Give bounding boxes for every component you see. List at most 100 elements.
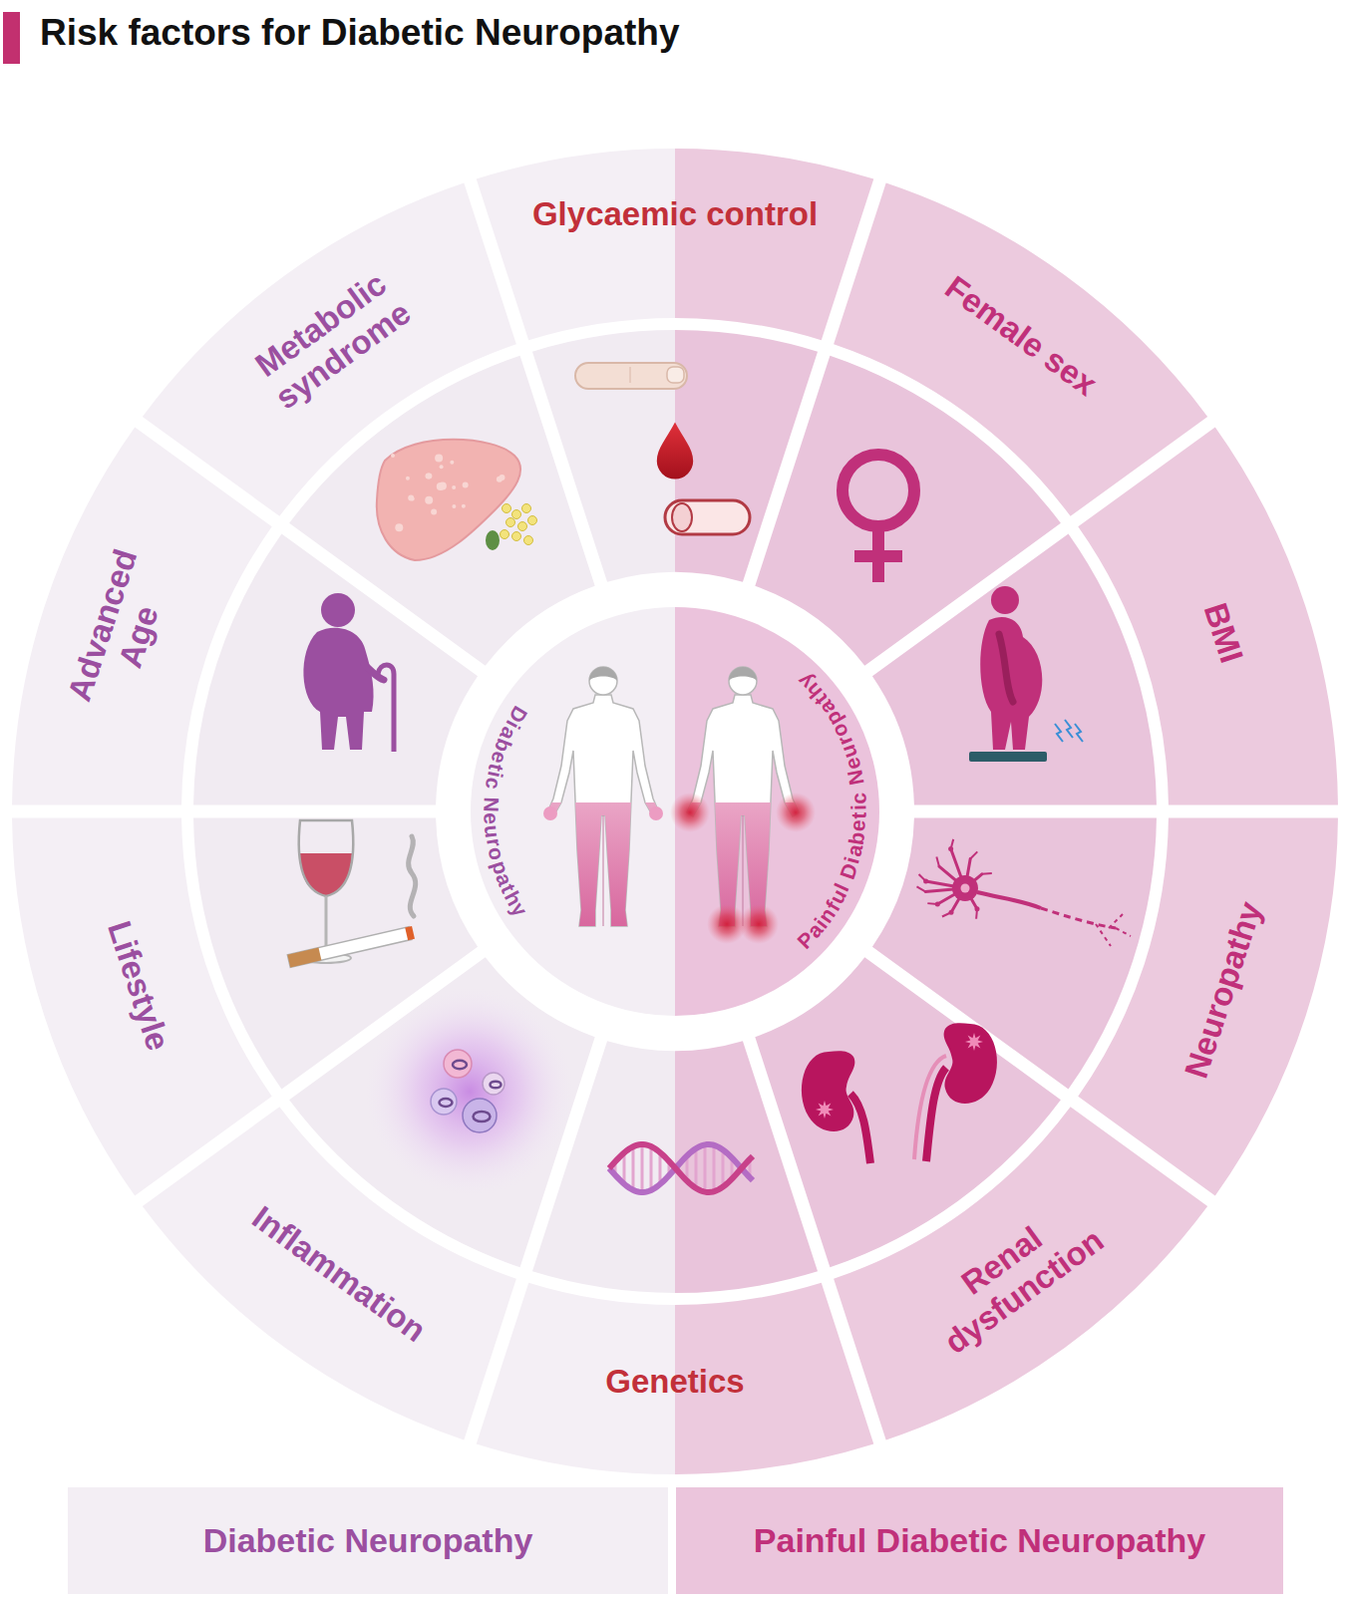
legend-swatch: Painful Diabetic Neuropathy [675, 1487, 1284, 1595]
dna-icon-part [721, 1149, 725, 1187]
kidney-icon-part [815, 1100, 834, 1119]
ring-half [11, 148, 675, 1475]
legend-label: Diabetic Neuropathy [203, 1521, 534, 1561]
fatty-liver-icon-part [485, 530, 500, 551]
alcohol-smoking-icon-part [408, 836, 416, 917]
neuron-icon-part [1040, 908, 1116, 929]
neuron-icon-part [923, 879, 929, 885]
female-symbol-icon-part [842, 454, 915, 527]
curved-letter: b [845, 830, 869, 847]
fatty-liver-icon-part [376, 439, 521, 561]
curved-label: Painful Diabetic Neuropathy [470, 607, 880, 1016]
fatty-liver-icon-part [512, 510, 522, 520]
fatty-liver-icon-part [461, 504, 466, 509]
curved-letter: N [480, 796, 503, 813]
neuron-icon-part [952, 875, 979, 902]
dna-icon-part [650, 1146, 654, 1191]
curved-letter: c [847, 791, 870, 805]
alcohol-smoking-icon-part-part [404, 926, 415, 941]
center-disk [674, 607, 880, 1016]
fatty-liver-icon-part [410, 496, 415, 501]
kidney-icon-part [914, 1055, 947, 1160]
painful-body-figure [670, 667, 816, 945]
dna-icon-part [609, 1144, 753, 1193]
kidney-icon [801, 1022, 998, 1164]
painful-body-figure-part [728, 667, 757, 695]
female-symbol-icon-part [854, 550, 903, 563]
immune-cells-icon-part [473, 1111, 491, 1122]
ring-half [674, 148, 1339, 1475]
title-bar [2, 11, 20, 64]
body-figure-part [547, 694, 660, 927]
glucose-test-icon-part [665, 500, 750, 535]
weight-scale-icon-part [980, 617, 1042, 750]
ring-sector [674, 1040, 818, 1294]
glucose-test-icon-part [657, 421, 693, 479]
ring-sector [289, 355, 596, 667]
alcohol-smoking-icon-part [300, 853, 352, 897]
glucose-test-icon-part [667, 366, 684, 383]
fatty-liver-icon-part [462, 482, 469, 489]
legend-swatch: Diabetic Neuropathy [67, 1487, 669, 1595]
risk-factor-segment: Glycaemic control [495, 195, 855, 234]
fatty-liver-icon-part [390, 453, 395, 458]
diagram-title: Risk factors for Diabetic Neuropathy [39, 11, 679, 54]
neuron-icon-part [949, 910, 955, 916]
dna-icon-part [712, 1145, 716, 1192]
weight-scale-icon-part [999, 634, 1013, 702]
fatty-liver-icon-part [524, 536, 534, 546]
legend-label: Painful Diabetic Neuropathy [753, 1521, 1206, 1561]
neuron-icon-part [1095, 914, 1131, 947]
body-figure-part [603, 815, 605, 927]
ring-half-part [11, 148, 675, 1475]
dna-icon-part [641, 1144, 645, 1193]
fatty-liver-icon-part [425, 473, 432, 480]
ring-half-part [674, 148, 1339, 1475]
weight-scale-icon-part [969, 751, 1047, 762]
immune-cells-icon-part [490, 1081, 502, 1089]
fatty-liver-icon-part [449, 460, 454, 465]
weight-scale-icon-part [1054, 719, 1083, 742]
fatty-liver-icon-part [451, 504, 456, 509]
neuron-icon-part [970, 851, 978, 859]
fatty-liver-icon-part [498, 474, 505, 481]
glucose-test-icon [575, 362, 750, 535]
fatty-liver-icon-part [451, 485, 456, 490]
curved-letter: i [847, 804, 869, 811]
kidney-icon-part [850, 1093, 871, 1164]
curved-letter [481, 789, 503, 798]
fatty-liver-icon-part [407, 495, 414, 502]
elderly-person-icon-part [303, 628, 373, 750]
immune-cells-icon-part [443, 1049, 472, 1078]
immune-cells-icon-part [482, 1072, 505, 1095]
curved-label: Diabetic Neuropathy [470, 607, 880, 1016]
alcohol-smoking-icon-part [299, 820, 354, 897]
immune-cells-icon-part [364, 987, 575, 1197]
immune-cells-icon [364, 987, 575, 1197]
painful-body-figure-part [742, 815, 744, 927]
ring-sector [674, 1283, 874, 1475]
neuron-icon [916, 839, 1131, 947]
immune-cells-icon-part [452, 1060, 467, 1069]
fatty-liver-icon [376, 439, 538, 561]
fatty-liver-icon-part [439, 464, 444, 469]
center-disk [470, 607, 675, 1016]
neuron-icon-part [935, 902, 941, 908]
fatty-liver-icon-part [436, 482, 445, 491]
neuron-icon-part [948, 846, 954, 852]
fatty-liver-icon-part [434, 453, 443, 462]
dna-icon-part [703, 1144, 707, 1192]
center-circle: Diabetic NeuropathyPainful Diabetic Neur… [470, 607, 880, 1016]
ring-sector [872, 533, 1157, 805]
fatty-liver-icon-part [394, 523, 403, 532]
body-figure-part [543, 806, 558, 821]
neuron-icon-part [977, 892, 1041, 909]
immune-cells-icon-part [462, 1098, 497, 1133]
dna-icon [609, 1144, 753, 1193]
dna-icon-part [609, 1144, 753, 1193]
neuron-icon-part [975, 906, 981, 912]
fatty-liver-icon-part [500, 530, 510, 540]
alcohol-smoking-icon [287, 820, 415, 968]
kidney-icon-part [965, 1032, 984, 1051]
